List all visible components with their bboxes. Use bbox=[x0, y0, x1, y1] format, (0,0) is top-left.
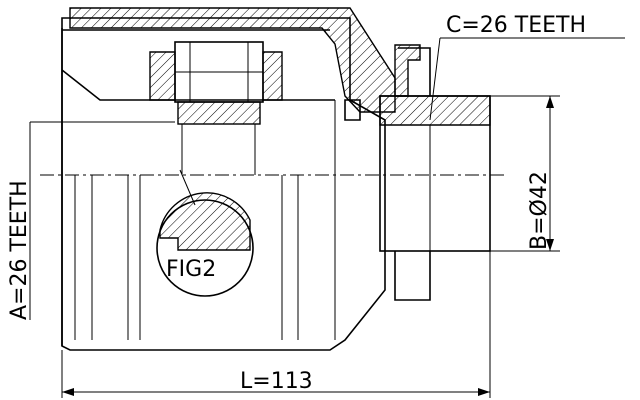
stub-shaft bbox=[344, 44, 491, 301]
label-l-length: L=113 bbox=[240, 369, 313, 394]
housing-body bbox=[61, 7, 396, 351]
dim-b-diameter bbox=[490, 95, 560, 252]
fig2-detail bbox=[156, 169, 254, 297]
dim-c-teeth bbox=[429, 37, 625, 121]
dim-l-length bbox=[61, 251, 491, 398]
inner-spline-element bbox=[149, 41, 283, 175]
label-a-teeth: A=26 TEETH bbox=[7, 180, 32, 320]
label-b-diameter: B=Ø42 bbox=[527, 171, 552, 250]
label-c-teeth: C=26 TEETH bbox=[446, 13, 586, 38]
dim-a-teeth bbox=[29, 121, 175, 320]
label-fig2: FIG2 bbox=[166, 257, 216, 282]
